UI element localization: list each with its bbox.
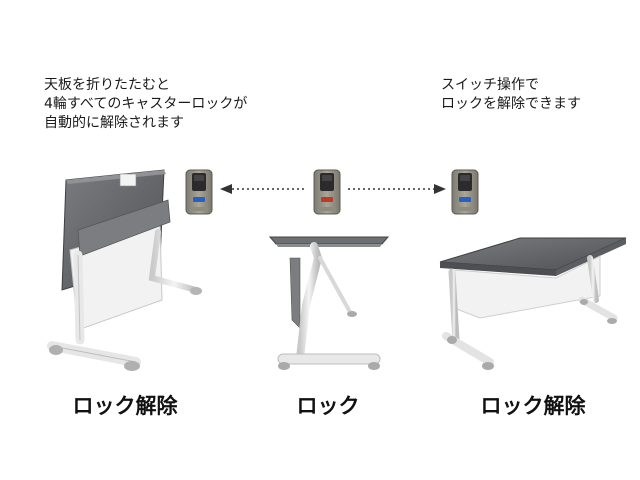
- note-switch-unlock: スイッチ操作で ロックを解除できます: [441, 76, 581, 114]
- switch-locked-icon: [313, 169, 341, 215]
- unlock-indicator: [193, 197, 205, 202]
- unlock-indicator: [459, 197, 471, 202]
- lock-indicator: [321, 197, 333, 202]
- note-line: 4輪すべてのキャスターロックが: [44, 96, 248, 112]
- arrow-left-icon: [220, 184, 306, 194]
- side-view-table: [268, 236, 390, 370]
- switch-unlocked-icon: [451, 169, 479, 215]
- caption-locked: ロック: [296, 394, 360, 418]
- arrow-right-icon: [348, 184, 446, 194]
- note-line: スイッチ操作で: [441, 77, 539, 93]
- note-line: 天板を折りたたむと: [44, 77, 170, 93]
- caption-unlocked-right: ロック解除: [480, 394, 586, 418]
- caption-unlocked-left: ロック解除: [72, 394, 178, 418]
- note-line: 自動的に解除されます: [44, 115, 184, 131]
- switch-unlocked-icon: [185, 169, 213, 215]
- unfolded-table: [439, 237, 627, 370]
- note-line: ロックを解除できます: [441, 96, 581, 112]
- note-fold-auto-unlock: 天板を折りたたむと 4輪すべてのキャスターロックが 自動的に解除されます: [44, 76, 247, 133]
- folded-table: [47, 169, 202, 371]
